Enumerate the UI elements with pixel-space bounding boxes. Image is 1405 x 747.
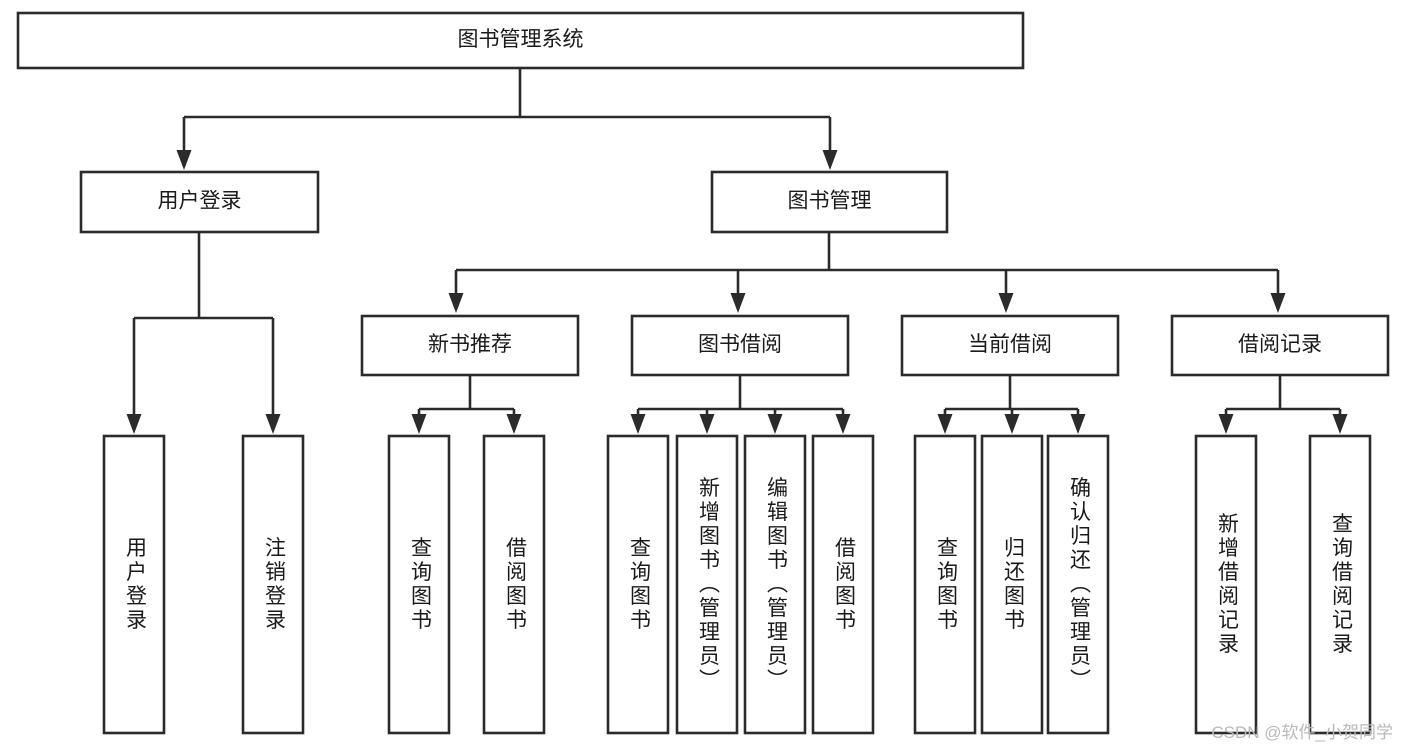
node-label-borrow-record: 借阅记录: [1238, 333, 1322, 356]
node-label-leaf-return-book: 归还图书: [1001, 537, 1025, 633]
arrow-head-icon: [835, 414, 851, 434]
node-borrow-record[interactable]: 借阅记录: [1170, 314, 1390, 377]
arrow-head-icon: [937, 414, 953, 434]
arrow-head-icon: [822, 150, 838, 170]
arrow-head-icon: [265, 414, 281, 434]
node-box-book-borrow: [630, 314, 850, 377]
node-box-leaf-user-login: [102, 434, 166, 735]
arrow-head-icon: [730, 293, 746, 313]
arrow-head-icon: [630, 414, 646, 434]
node-layer: 图书管理系统用户登录图书管理新书推荐图书借阅当前借阅借阅记录用户登录注销登录查询…: [16, 11, 1390, 735]
node-leaf-user-login[interactable]: 用户登录: [102, 434, 166, 735]
arrow-head-icon: [506, 414, 522, 434]
node-label-leaf-borrow-book-recommend: 借阅图书: [503, 537, 527, 633]
node-book-borrow[interactable]: 图书借阅: [630, 314, 850, 377]
node-box-book-management: [710, 170, 949, 234]
node-label-leaf-add-borrow-record: 新增借阅记录: [1215, 513, 1239, 657]
arrow-head-icon: [411, 414, 427, 434]
node-box-borrow-record: [1170, 314, 1390, 377]
node-leaf-confirm-return[interactable]: 确认归还（管理员）: [1046, 434, 1110, 735]
node-label-leaf-query-book-current: 查询图书: [934, 537, 958, 633]
node-book-management[interactable]: 图书管理: [710, 170, 949, 234]
node-label-leaf-query-book-recommend: 查询图书: [408, 537, 432, 633]
arrow-head-icon: [998, 293, 1014, 313]
node-box-leaf-add-book: [675, 434, 739, 735]
node-label-root: 图书管理系统: [458, 28, 584, 51]
node-label-new-book-recommend: 新书推荐: [428, 333, 512, 356]
node-box-leaf-query-borrow-record: [1308, 434, 1372, 735]
connector-layer: [126, 68, 1348, 434]
node-leaf-add-borrow-record[interactable]: 新增借阅记录: [1194, 434, 1258, 735]
node-leaf-add-book[interactable]: 新增图书（管理员）: [675, 434, 739, 735]
node-leaf-query-borrow-record[interactable]: 查询借阅记录: [1308, 434, 1372, 735]
node-label-leaf-query-book-borrow: 查询图书: [627, 537, 651, 633]
arrow-head-icon: [1070, 414, 1086, 434]
node-label-leaf-query-borrow-record: 查询借阅记录: [1329, 513, 1353, 657]
node-box-leaf-borrow-book-recommend: [482, 434, 546, 735]
node-leaf-return-book[interactable]: 归还图书: [980, 434, 1044, 735]
node-box-leaf-query-book-borrow: [606, 434, 670, 735]
node-leaf-query-book-current[interactable]: 查询图书: [913, 434, 977, 735]
node-label-leaf-user-login: 用户登录: [123, 537, 147, 633]
arrow-head-icon: [1270, 293, 1286, 313]
node-box-leaf-query-book-current: [913, 434, 977, 735]
node-box-current-borrow: [900, 314, 1120, 377]
node-label-leaf-logout: 注销登录: [262, 537, 286, 633]
node-label-leaf-borrow-book: 借阅图书: [832, 537, 856, 633]
node-leaf-query-book-borrow[interactable]: 查询图书: [606, 434, 670, 735]
node-box-user-login: [79, 170, 320, 234]
arrow-head-icon: [1332, 414, 1348, 434]
node-label-leaf-add-book: 新增图书（管理员）: [696, 477, 720, 693]
csdn-watermark: CSDN @软件_小贺同学: [1211, 723, 1393, 742]
arrow-head-icon: [448, 293, 464, 313]
arrow-head-icon: [699, 414, 715, 434]
node-leaf-borrow-book[interactable]: 借阅图书: [811, 434, 875, 735]
node-box-leaf-return-book: [980, 434, 1044, 735]
node-label-book-management: 图书管理: [788, 190, 872, 213]
node-root[interactable]: 图书管理系统: [16, 11, 1025, 70]
node-leaf-query-book-recommend[interactable]: 查询图书: [387, 434, 451, 735]
node-label-user-login: 用户登录: [158, 190, 242, 213]
arrow-head-icon: [1218, 414, 1234, 434]
node-label-book-borrow: 图书借阅: [698, 333, 782, 356]
arrow-head-icon: [176, 150, 192, 170]
node-leaf-borrow-book-recommend[interactable]: 借阅图书: [482, 434, 546, 735]
node-box-leaf-edit-book: [743, 434, 807, 735]
node-box-leaf-query-book-recommend: [387, 434, 451, 735]
node-box-leaf-borrow-book: [811, 434, 875, 735]
node-label-leaf-edit-book: 编辑图书（管理员）: [764, 477, 788, 693]
node-label-current-borrow: 当前借阅: [968, 333, 1052, 356]
node-leaf-edit-book[interactable]: 编辑图书（管理员）: [743, 434, 807, 735]
node-new-book-recommend[interactable]: 新书推荐: [360, 314, 580, 377]
node-leaf-logout[interactable]: 注销登录: [241, 434, 305, 735]
node-label-leaf-confirm-return: 确认归还（管理员）: [1067, 477, 1091, 693]
node-box-leaf-logout: [241, 434, 305, 735]
node-box-root: [16, 11, 1025, 70]
node-current-borrow[interactable]: 当前借阅: [900, 314, 1120, 377]
node-user-login[interactable]: 用户登录: [79, 170, 320, 234]
arrow-head-icon: [126, 414, 142, 434]
arrow-head-icon: [767, 414, 783, 434]
arrow-head-icon: [1004, 414, 1020, 434]
node-box-new-book-recommend: [360, 314, 580, 377]
node-box-leaf-add-borrow-record: [1194, 434, 1258, 735]
node-box-leaf-confirm-return: [1046, 434, 1110, 735]
